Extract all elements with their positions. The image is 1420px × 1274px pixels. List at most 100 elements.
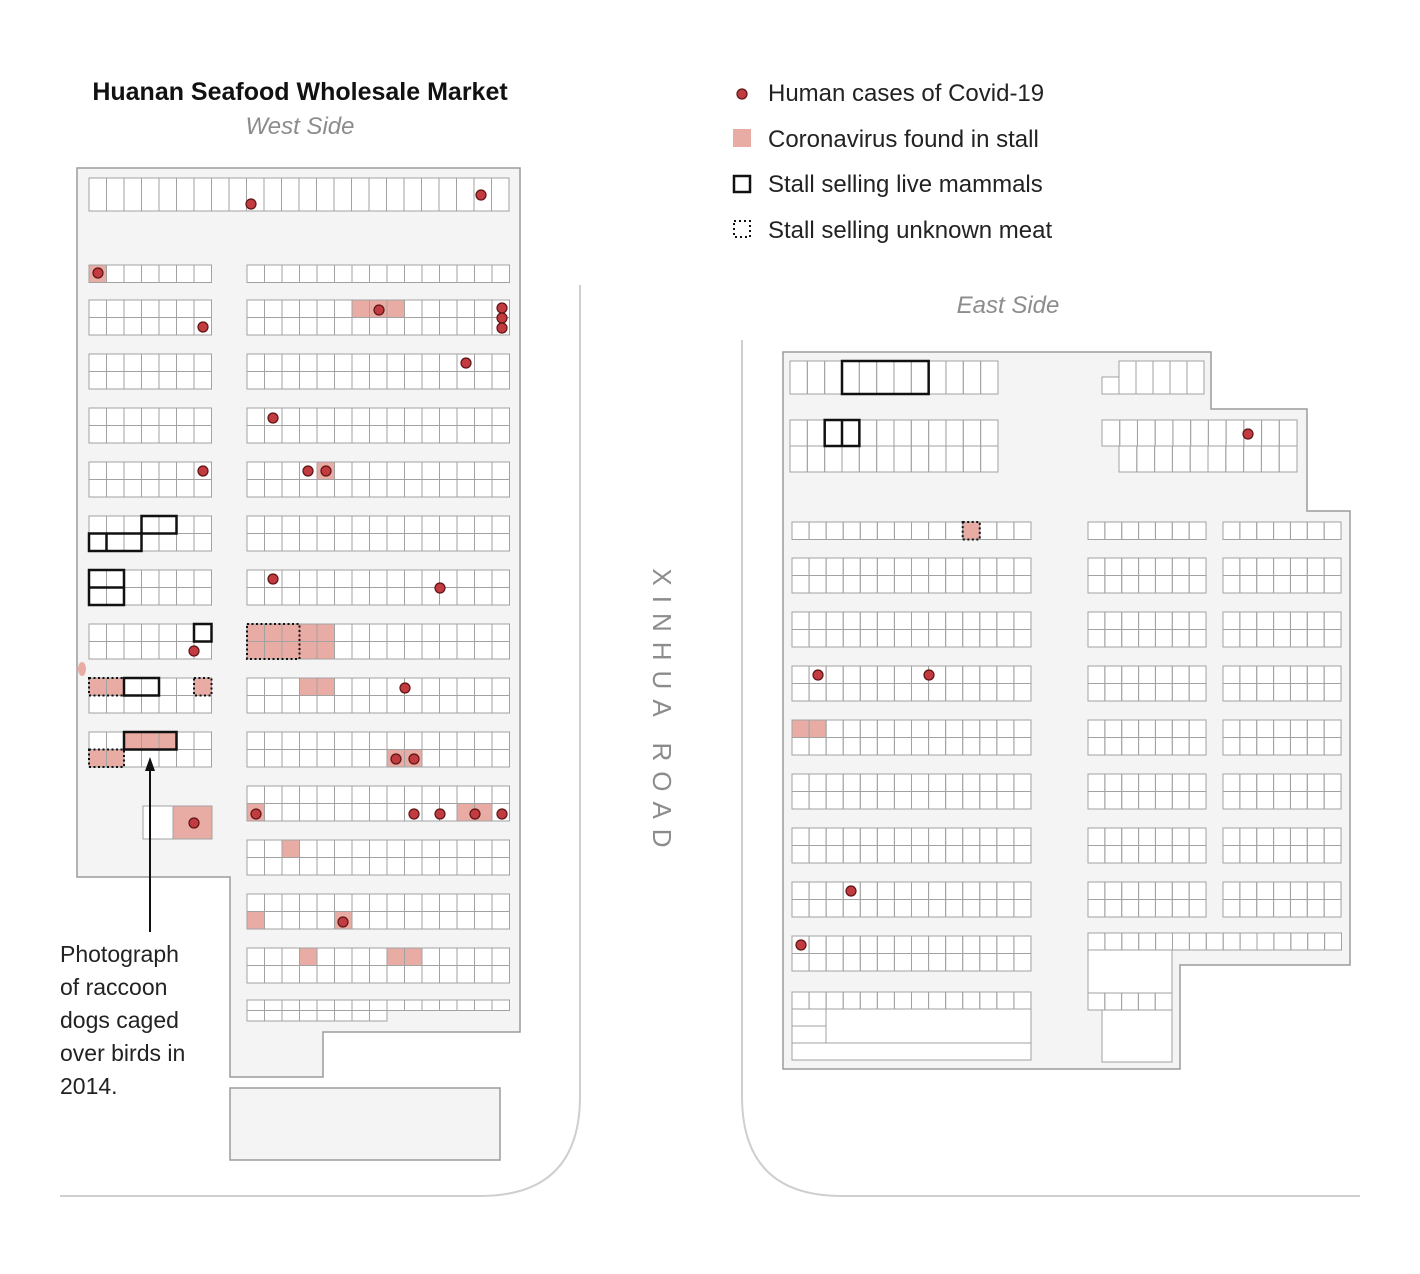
stall-area-outline xyxy=(172,805,213,840)
stall xyxy=(193,587,212,606)
virus-sample-marker xyxy=(78,662,86,676)
case-dot xyxy=(496,312,508,324)
legend-label: Stall selling unknown meat xyxy=(768,217,1052,244)
stall xyxy=(1323,683,1342,702)
stall xyxy=(193,533,212,552)
case-dot xyxy=(408,808,420,820)
stall xyxy=(193,425,212,444)
stall-block xyxy=(1088,522,1207,540)
stall xyxy=(193,264,212,283)
stall-block xyxy=(1119,361,1204,394)
road-edge-west xyxy=(60,285,581,1197)
stall xyxy=(1013,953,1032,972)
stall-block xyxy=(89,265,212,283)
stall-block xyxy=(1102,377,1119,394)
unknown-meat-stall xyxy=(246,623,301,660)
stall xyxy=(1324,932,1342,951)
map-title: Huanan Seafood Wholesale Market xyxy=(92,78,508,106)
case-dot-icon xyxy=(736,88,748,100)
stall-area xyxy=(1088,950,1172,993)
case-dot xyxy=(469,808,481,820)
stall xyxy=(1323,899,1342,918)
virus-stall xyxy=(282,840,300,858)
virus-stall xyxy=(962,522,980,540)
stall xyxy=(491,641,510,660)
stall-block xyxy=(247,265,510,283)
stall xyxy=(193,479,212,498)
unknown-meat-stall xyxy=(961,521,981,541)
stall xyxy=(1188,683,1207,702)
annotation-line: over birds in xyxy=(60,1040,185,1066)
stall xyxy=(491,999,510,1011)
case-dot xyxy=(460,357,472,369)
stall xyxy=(1013,791,1032,810)
stall xyxy=(1188,845,1207,864)
live-mammal-square-icon xyxy=(732,174,752,194)
case-dot-layer xyxy=(92,189,1254,951)
legend-label: Human cases of Covid-19 xyxy=(768,80,1044,107)
case-dot xyxy=(250,808,262,820)
case-dot xyxy=(812,669,824,681)
stall xyxy=(193,695,212,714)
stall xyxy=(1323,737,1342,756)
unknown-meat-stall xyxy=(88,748,125,768)
stall xyxy=(1188,575,1207,594)
live-mammal-stall xyxy=(122,730,178,751)
stall-area xyxy=(143,806,173,839)
stall xyxy=(1323,575,1342,594)
stall xyxy=(1013,521,1032,540)
virus-stall xyxy=(247,911,265,929)
annotation-line: of raccoon xyxy=(60,974,167,1000)
virus-stall xyxy=(124,732,177,750)
west-annex-building xyxy=(229,1087,501,1161)
stall xyxy=(491,749,510,768)
stall xyxy=(1188,521,1207,540)
stall xyxy=(980,360,999,395)
stall xyxy=(491,965,510,984)
case-dot xyxy=(496,322,508,334)
stall-area-outline xyxy=(1101,1009,1173,1063)
stall xyxy=(491,177,510,212)
case-dot xyxy=(795,939,807,951)
annotation-line: dogs caged xyxy=(60,1007,179,1033)
unknown-meat-stall xyxy=(88,677,125,697)
stall xyxy=(1013,575,1032,594)
case-dot xyxy=(245,198,257,210)
stall xyxy=(1013,899,1032,918)
stall-block xyxy=(1223,522,1342,540)
legend-label: Stall selling live mammals xyxy=(768,171,1043,198)
stall xyxy=(193,371,212,390)
case-dot xyxy=(188,645,200,657)
east-side-label: East Side xyxy=(957,292,1060,319)
stall-block xyxy=(247,1000,510,1011)
stall xyxy=(491,911,510,930)
stall-area xyxy=(826,1009,1031,1043)
legend-item-unknown-meat: Stall selling unknown meat xyxy=(733,217,1052,244)
case-dot xyxy=(408,753,420,765)
case-dot xyxy=(399,682,411,694)
case-dot xyxy=(373,304,385,316)
case-dot xyxy=(475,189,487,201)
stall xyxy=(491,857,510,876)
stall xyxy=(1323,845,1342,864)
case-dot xyxy=(434,808,446,820)
unknown-meat-square-icon xyxy=(733,220,751,238)
stall xyxy=(1188,791,1207,810)
case-dot xyxy=(267,412,279,424)
stall xyxy=(1323,629,1342,648)
virus-square-icon xyxy=(733,129,751,147)
annotation: Photograph of raccoon dogs caged over bi… xyxy=(60,757,185,1099)
case-dot xyxy=(92,267,104,279)
stall xyxy=(1323,791,1342,810)
case-dot xyxy=(923,669,935,681)
stall xyxy=(491,695,510,714)
case-dot xyxy=(434,582,446,594)
stall-area xyxy=(1102,1010,1172,1062)
virus-stall xyxy=(299,948,317,966)
stall xyxy=(369,1010,388,1022)
case-dot xyxy=(1242,428,1254,440)
stall xyxy=(1013,683,1032,702)
live-mammal-stall xyxy=(87,532,143,553)
stall xyxy=(491,264,510,283)
legend-item-cases: Human cases of Covid-19 xyxy=(736,80,1044,107)
